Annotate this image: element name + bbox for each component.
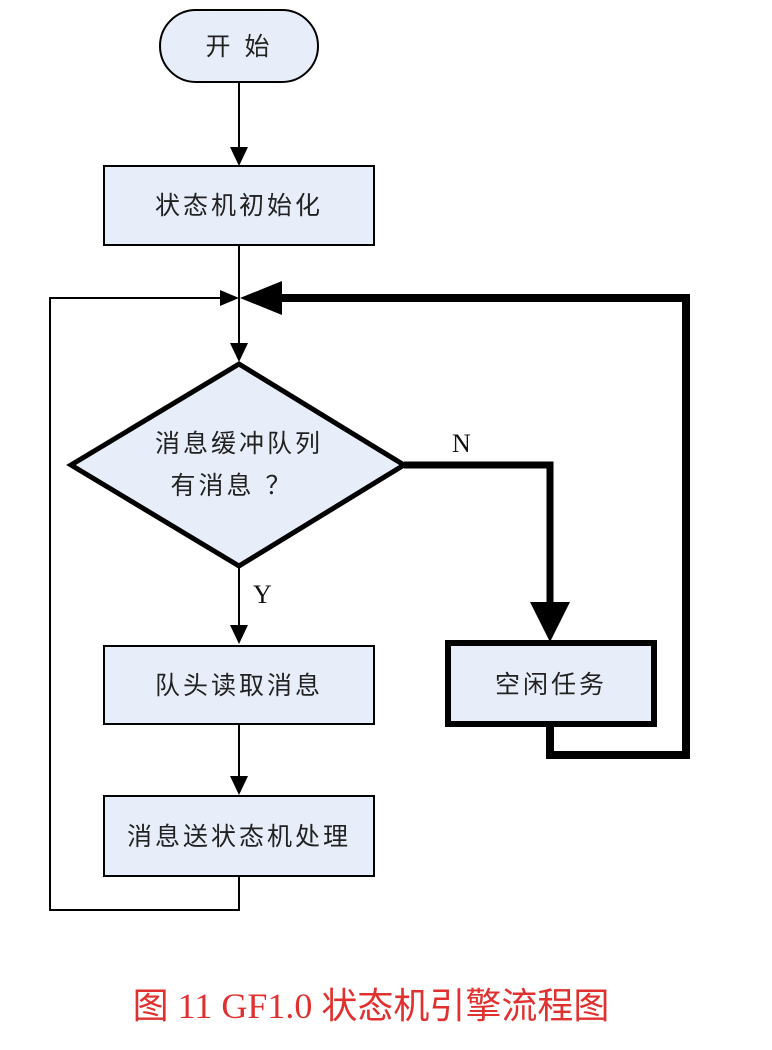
arrowhead-decision (230, 343, 248, 362)
yes-label: Y (253, 580, 272, 609)
process-message-box (103, 795, 375, 877)
arrowhead-process (230, 776, 248, 795)
no-branch-line (404, 461, 554, 606)
loop-back-line-right (280, 294, 690, 759)
decision-label-line2: 有消息 ？ (171, 471, 294, 500)
start-label: 开 始 (206, 32, 273, 61)
loop-back-line-left (49, 297, 240, 911)
init-box (103, 165, 375, 246)
figure-caption: 图 11 GF1.0 状态机引擎流程图 (133, 986, 610, 1026)
idle-task-label: 空闲任务 (495, 670, 607, 699)
decision-diamond (66, 361, 409, 569)
arrowhead-no-branch (530, 602, 570, 642)
no-label: N (452, 429, 471, 458)
arrowhead-loop-right (240, 281, 282, 315)
idle-task-box (445, 640, 657, 727)
init-label: 状态机初始化 (155, 191, 323, 220)
read-message-label: 队头读取消息 (155, 671, 323, 700)
process-message-label: 消息送状态机处理 (127, 822, 351, 851)
arrowhead-loop-left (220, 290, 239, 306)
arrowhead-yes-branch (230, 625, 248, 644)
decision-label-line1: 消息缓冲队列 (155, 429, 323, 458)
arrowhead-init (230, 147, 248, 166)
